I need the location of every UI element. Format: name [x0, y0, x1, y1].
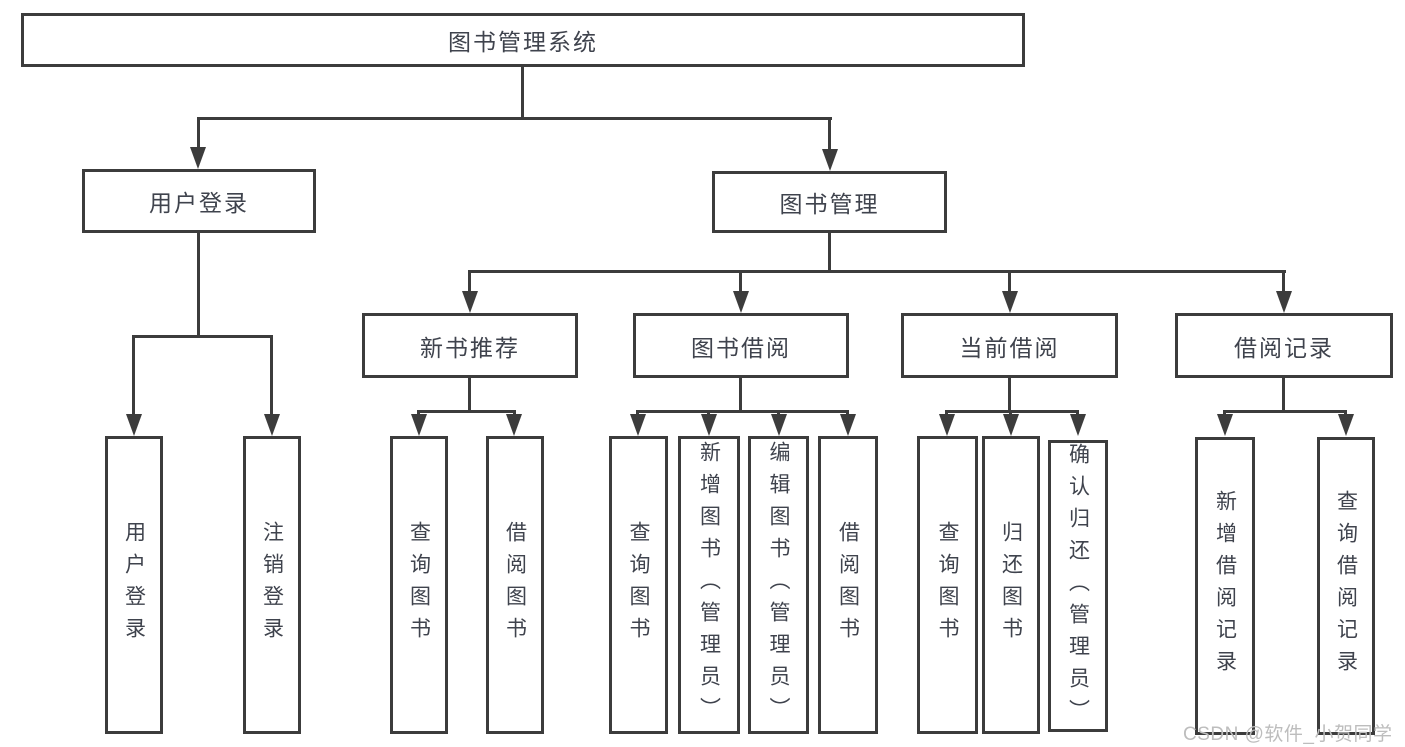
node-leaf-confirm-return-admin: 确认归还（管理员）: [1048, 440, 1108, 732]
arrowhead-down-icon: [1070, 414, 1086, 436]
node-book-management: 图书管理: [712, 171, 947, 233]
arrowhead-down-icon: [1003, 414, 1019, 436]
node-label: 借阅图书: [503, 521, 527, 649]
arrowhead-down-icon: [840, 414, 856, 436]
node-leaf-query-books-2: 查询图书: [609, 436, 668, 734]
connector-line: [468, 375, 471, 412]
node-leaf-edit-books-admin: 编辑图书（管理员）: [748, 436, 809, 734]
connector-line: [197, 117, 200, 148]
connector-line: [197, 231, 200, 337]
arrowhead-down-icon: [462, 291, 478, 313]
connector-line: [468, 270, 471, 292]
arrowhead-down-icon: [701, 414, 717, 436]
connector-line: [945, 410, 948, 417]
node-leaf-return-books: 归还图书: [982, 436, 1040, 734]
node-label: 查询图书: [936, 521, 959, 649]
node-label: 查询图书: [627, 521, 650, 649]
node-leaf-borrow-books-2: 借阅图书: [818, 436, 878, 734]
connector-line: [469, 270, 1286, 273]
node-borrowing-records: 借阅记录: [1175, 313, 1393, 378]
node-label: 新增图书（管理员）: [697, 441, 721, 729]
connector-line: [739, 375, 742, 412]
node-leaf-add-borrow-record: 新增借阅记录: [1195, 437, 1255, 735]
connector-line: [1223, 410, 1226, 417]
connector-line: [1008, 375, 1011, 412]
node-label: 借阅图书: [836, 521, 860, 649]
node-label: 归还图书: [999, 521, 1023, 649]
connector-line: [707, 410, 710, 417]
arrowhead-down-icon: [1002, 291, 1018, 313]
connector-line: [1076, 410, 1079, 417]
node-label: 编辑图书（管理员）: [767, 441, 790, 729]
node-label: 查询图书: [407, 521, 431, 649]
arrowhead-down-icon: [939, 414, 955, 436]
node-library-system: 图书管理系统: [21, 13, 1025, 67]
node-label: 查询借阅记录: [1334, 490, 1358, 682]
connector-line: [521, 65, 524, 119]
connector-line: [1282, 375, 1285, 412]
node-leaf-user-login: 用户登录: [105, 436, 163, 734]
node-user-login-branch: 用户登录: [82, 169, 316, 233]
connector-line: [945, 410, 1079, 413]
connector-line: [1344, 410, 1347, 417]
connector-line: [739, 270, 742, 292]
node-current-borrowing: 当前借阅: [901, 313, 1118, 378]
connector-line: [197, 117, 832, 120]
csdn-watermark: CSDN @软件_小贺同学: [1183, 724, 1393, 745]
connector-line: [1009, 410, 1012, 417]
connector-line: [1223, 410, 1347, 413]
connector-line: [513, 410, 516, 417]
node-label: 用户登录: [122, 521, 146, 649]
arrowhead-down-icon: [1276, 291, 1292, 313]
node-leaf-add-books-admin: 新增图书（管理员）: [678, 436, 740, 734]
node-leaf-query-books-1: 查询图书: [390, 436, 448, 734]
arrowhead-down-icon: [771, 414, 787, 436]
connector-line: [777, 410, 780, 417]
node-label: 确认归还（管理员）: [1066, 443, 1090, 731]
arrowhead-down-icon: [822, 149, 838, 171]
node-leaf-query-books-3: 查询图书: [917, 436, 978, 734]
arrowhead-down-icon: [126, 414, 142, 436]
arrowhead-down-icon: [630, 414, 646, 436]
connector-line: [417, 410, 516, 413]
arrowhead-down-icon: [733, 291, 749, 313]
connector-line: [132, 335, 273, 338]
connector-line: [270, 335, 273, 415]
node-book-borrowing: 图书借阅: [633, 313, 849, 378]
node-leaf-borrow-books-1: 借阅图书: [486, 436, 544, 734]
node-label: 新增借阅记录: [1213, 490, 1237, 682]
node-leaf-query-borrow-record: 查询借阅记录: [1317, 437, 1375, 735]
arrowhead-down-icon: [264, 414, 280, 436]
node-leaf-logout: 注销登录: [243, 436, 301, 734]
node-new-book-recommend: 新书推荐: [362, 313, 578, 378]
arrowhead-down-icon: [1338, 414, 1354, 436]
connector-line: [1282, 270, 1285, 292]
connector-line: [417, 410, 420, 417]
arrowhead-down-icon: [190, 147, 206, 169]
connector-line: [636, 410, 639, 417]
connector-line: [828, 231, 831, 272]
connector-line: [1008, 270, 1011, 292]
arrowhead-down-icon: [1217, 414, 1233, 436]
node-label: 注销登录: [260, 521, 284, 649]
arrowhead-down-icon: [506, 414, 522, 436]
connector-line: [846, 410, 849, 417]
connector-line: [828, 117, 831, 150]
connector-line: [132, 335, 135, 415]
arrowhead-down-icon: [411, 414, 427, 436]
connector-line: [636, 410, 849, 413]
